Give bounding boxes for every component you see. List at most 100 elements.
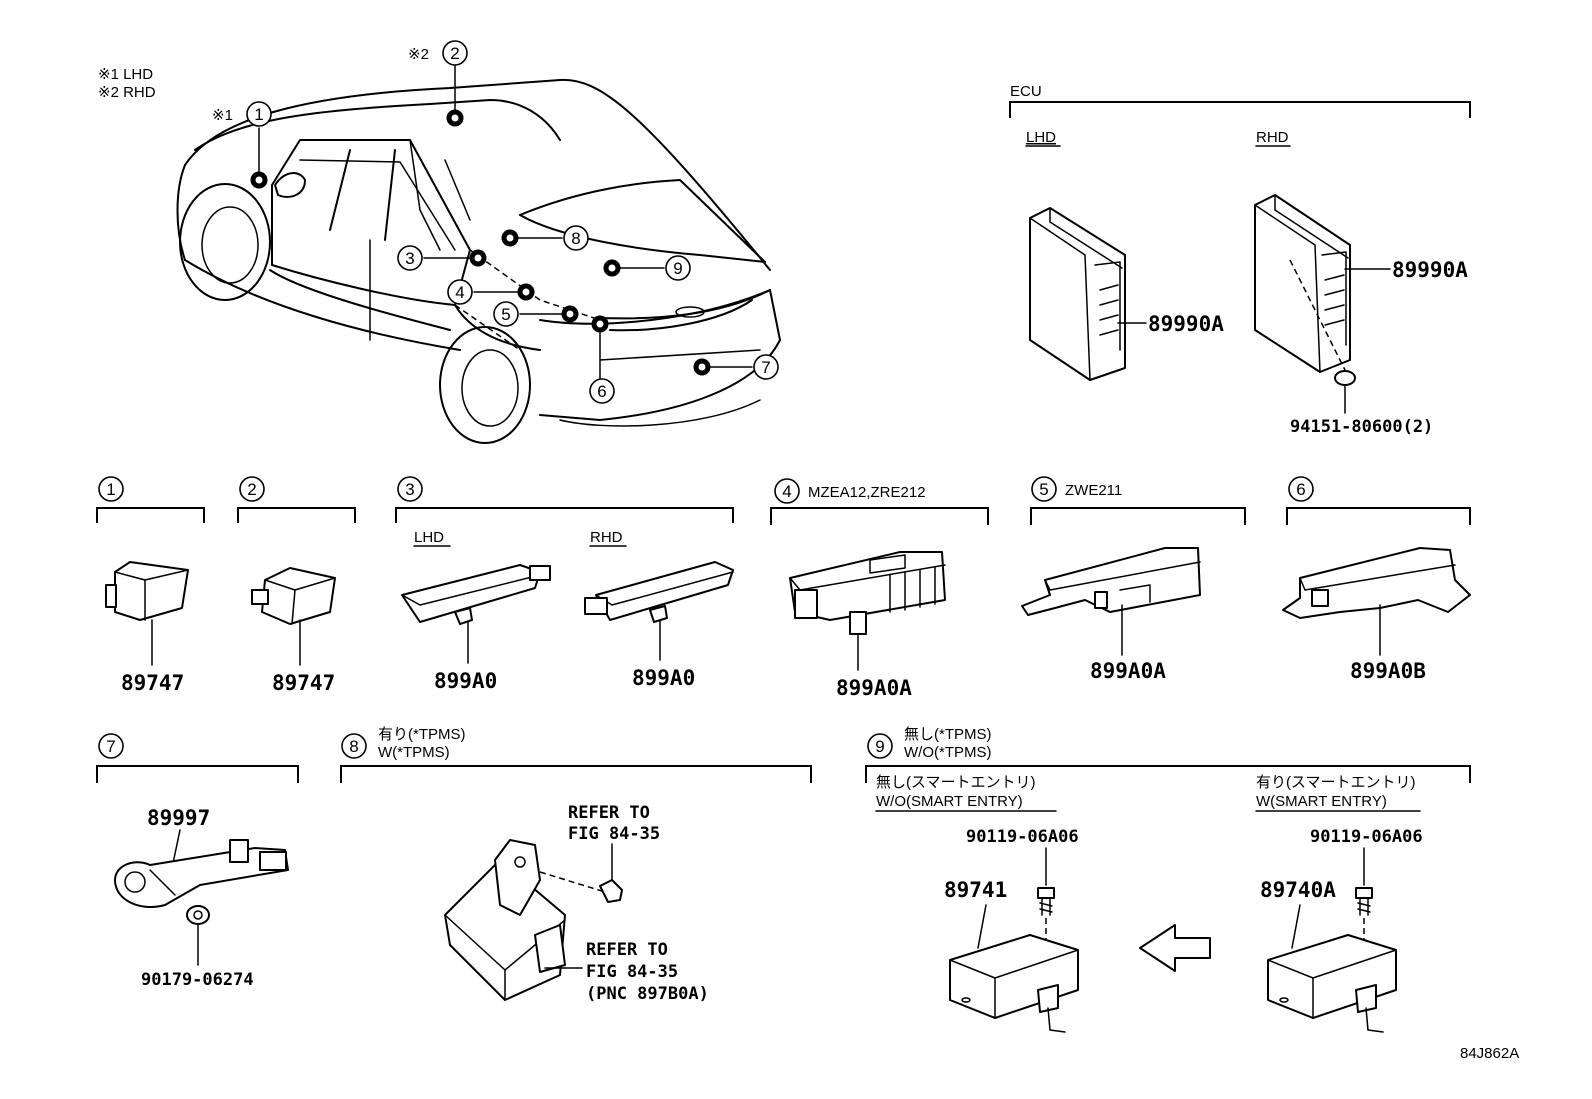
group-2: 2 89747 [237,476,356,695]
group-8: 8 有り(*TPMS) W(*TPMS) REFER TO FIG 84-35 … [340,726,812,1004]
ecu-lhd-label: LHD [1026,129,1056,146]
group-1-part-number: 89747 [121,671,184,695]
callout-6-label: 6 [597,382,606,401]
marker-9 [603,259,621,277]
callout-4: 4 [447,279,473,305]
group-6: 6 899A0B [1282,476,1471,683]
legend-rhd-note: ※2 RHD [98,84,156,101]
group-7-fastener-part-number: 90179-06274 [141,970,254,990]
group-3-rhd-label: RHD [590,529,623,546]
group-9-left-bolt-icon [1037,887,1055,916]
group-9-left-label-en: W/O(SMART ENTRY) [876,793,1023,810]
group-8-ref1-line2: FIG 84-35 [568,824,660,844]
group-5-number: 5 [1039,480,1048,499]
group-8-part-illustration [444,839,566,1001]
callout-2: 2 ※2 [408,40,468,66]
group-8-ref2-line3: (PNC 897B0A) [586,984,709,1004]
group-8-ref1-line1: REFER TO [568,803,650,823]
ecu-group: ECU LHD RHD 89990A 89990A 9415 [1009,83,1471,437]
group-9-right-label-en: W(SMART ENTRY) [1256,793,1387,810]
ecu-lhd-module [1029,207,1126,381]
group-4-part-illustration [789,551,946,635]
ecu-rhd-label: RHD [1256,129,1289,146]
group-9-number: 9 [875,737,884,756]
group-4: 4 MZEA12,ZRE212 899A0A [770,478,989,700]
group-5: 5 ZWE211 899A0A [1021,476,1246,683]
callout-9-label: 9 [673,259,682,278]
ecu-bracket [1009,101,1471,118]
callout-4-label: 4 [455,283,464,302]
group-9-right-part-number: 89740A [1260,878,1336,902]
group-1-number: 1 [106,480,115,499]
callout-5-label: 5 [501,305,510,324]
callout-8: 8 [563,225,589,251]
group-9-left-module [949,934,1079,1033]
group-8-number: 8 [349,737,358,756]
ecu-lhd-part-number: 89990A [1148,312,1224,336]
marker-7 [693,358,711,376]
ecu-rhd-part-number: 89990A [1392,258,1468,282]
marker-5 [561,305,579,323]
group-2-number: 2 [247,480,256,499]
callout-5: 5 [493,301,519,327]
ecu-title: ECU [1010,83,1042,100]
group-9-arrow-icon [1139,924,1211,972]
group-8-ref2-line1: REFER TO [586,940,668,960]
group-9-label-jp: 無し(*TPMS) [904,726,992,743]
group-5-part-number: 899A0A [1090,659,1166,683]
group-3-rhd-part-illustration [584,561,734,623]
group-2-part-illustration [251,567,336,625]
marker-8 [501,229,519,247]
group-8-label-jp: 有り(*TPMS) [378,726,466,743]
callout-3: 3 [397,245,423,271]
group-9-left-label-jp: 無し(スマートエントリ) [876,774,1036,791]
group-3: 3 LHD RHD 899A0 899A0 [395,476,734,693]
marker-1 [250,171,268,189]
group-3-rhd-part-number: 899A0 [632,666,695,690]
group-5-part-illustration [1021,547,1201,616]
callout-8-label: 8 [571,229,580,248]
group-3-lhd-part-number: 899A0 [434,669,497,693]
callout-1: 1 ※1 [212,101,272,127]
group-9-right-bolt-part-number: 90119-06A06 [1310,827,1423,847]
marker-6 [591,315,609,333]
vehicle-illustration [176,78,781,444]
group-6-part-illustration [1282,547,1471,619]
group-9-left-part-number: 89741 [944,878,1007,902]
group-3-lhd-label: LHD [414,529,444,546]
group-6-part-number: 899A0B [1350,659,1426,683]
group-9-right-module [1267,934,1397,1033]
group-4-label: MZEA12,ZRE212 [808,484,926,501]
group-4-part-number: 899A0A [836,676,912,700]
group-7-number: 7 [106,737,115,756]
group-8-bolt-icon [599,879,623,903]
group-6-number: 6 [1296,480,1305,499]
location-markers [250,65,753,379]
ecu-fastener-icon [1334,370,1356,386]
group-4-number: 4 [782,482,791,501]
group-7-part-number: 89997 [147,806,210,830]
marker-3 [469,249,487,267]
group-9-right-bolt-icon [1355,887,1373,916]
marker-2 [446,109,464,127]
callout-2-mark: ※2 [408,46,429,63]
ecu-fastener-part-number: 94151-80600(2) [1290,417,1433,437]
group-7: 7 89997 90179-06274 [96,733,299,990]
callout-6: 6 [589,378,615,404]
group-3-lhd-part-illustration [401,564,551,625]
callout-9: 9 [665,255,691,281]
callout-7-label: 7 [761,358,770,377]
marker-4 [517,283,535,301]
group-7-part-illustration [114,839,289,908]
group-8-ref2-line2: FIG 84-35 [586,962,678,982]
group-2-part-number: 89747 [272,671,335,695]
group-3-number: 3 [405,480,414,499]
group-9-left-bolt-part-number: 90119-06A06 [966,827,1079,847]
group-1-part-illustration [105,561,189,621]
group-9-right-label-jp: 有り(スマートエントリ) [1256,774,1416,791]
group-8-label-en: W(*TPMS) [378,744,450,761]
group-7-fastener-icon [186,905,210,925]
legend-lhd-note: ※1 LHD [98,66,153,83]
group-9-label-en: W/O(*TPMS) [904,744,992,761]
